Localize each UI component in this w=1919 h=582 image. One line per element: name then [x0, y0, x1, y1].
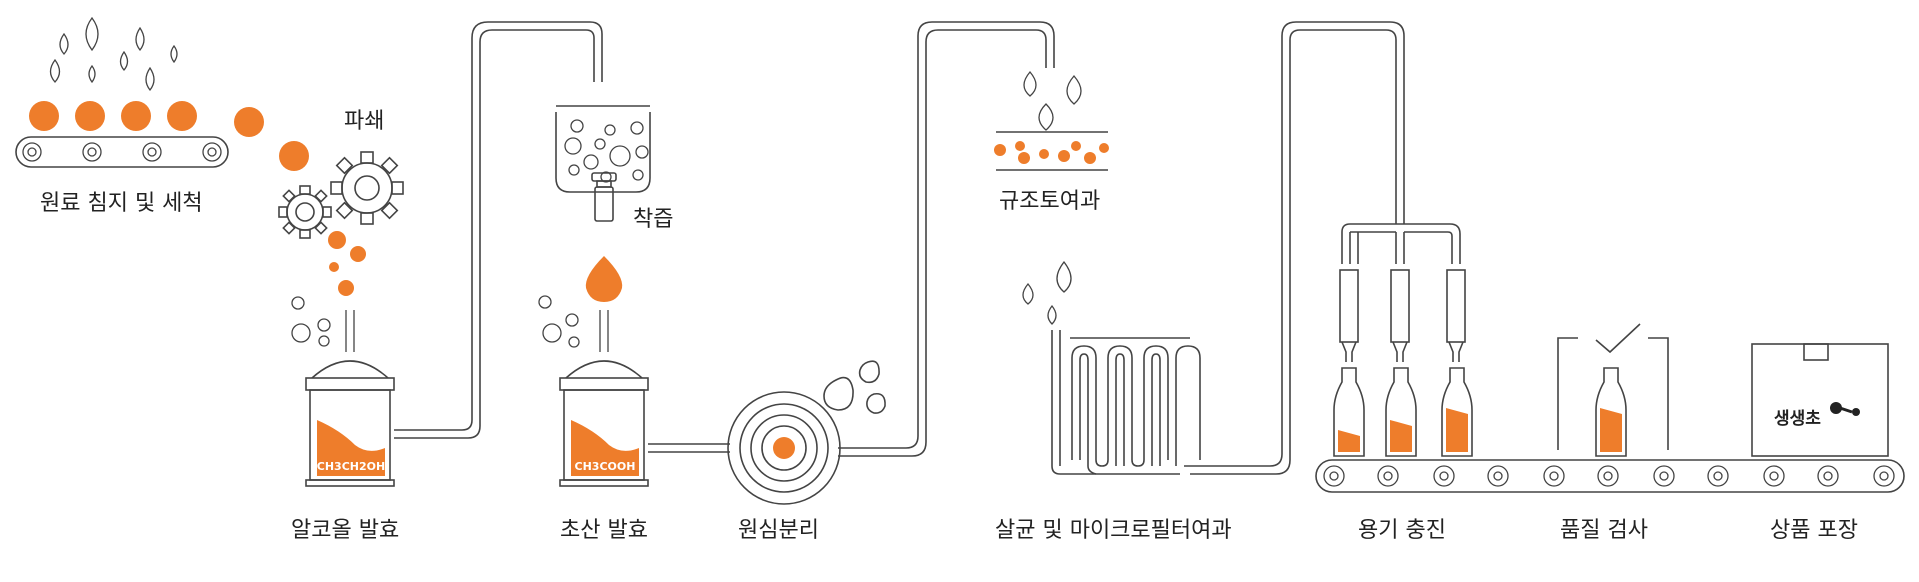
diatom-filter-stage: 규조토여과 — [994, 71, 1109, 214]
bottle-fill-stage: 용기 충진 — [1333, 269, 1473, 543]
pipe-alcohol-to-juice — [394, 21, 603, 431]
serpentine-tube-icon — [1051, 330, 1201, 475]
step-label-juice: 착즙 — [633, 207, 673, 232]
juice-press-stage: 착즙 — [555, 105, 673, 232]
gear-icon — [330, 151, 404, 225]
package-box-icon: 생생초 — [1751, 343, 1889, 457]
fermentation-tank-icon: CH3CH2OH — [305, 360, 395, 487]
step-label-sterilize-filter: 살균 및 마이크로필터여과 — [995, 518, 1232, 543]
tank-formula-alcohol: CH3CH2OH — [317, 460, 385, 473]
centrifuge-spiral-icon — [727, 391, 841, 505]
small-gear-icon — [278, 185, 332, 239]
centrifuge-stage: 원심분리 — [727, 360, 886, 543]
quality-check-stage: 품질 검사 — [1557, 323, 1669, 543]
bottle-icon — [1441, 367, 1473, 457]
tank-formula-acetic: CH3COOH — [575, 460, 636, 473]
checkmark-icon — [1595, 323, 1641, 354]
step-label-centrifuge: 원심분리 — [738, 518, 819, 543]
bottle-icon — [1333, 367, 1365, 457]
step-label-bottle-fill: 용기 충진 — [1358, 518, 1446, 543]
water-drops-icon — [1023, 71, 1082, 131]
raw-fruit-balls — [29, 101, 197, 131]
pipe-centrifuge-to-filter — [838, 21, 1055, 449]
step-label-diatom-filter: 규조토여과 — [999, 189, 1100, 214]
water-drops-icon — [1022, 260, 1072, 325]
bottle-icon — [1385, 367, 1417, 457]
pipe-filter-to-filling — [1184, 21, 1405, 467]
step-label-soak-wash: 원료 침지 및 세척 — [40, 191, 203, 216]
water-drops-icon — [49, 16, 178, 92]
step-label-crush: 파쇄 — [344, 109, 384, 134]
sterilize-filter-stage: 살균 및 마이크로필터여과 — [995, 260, 1232, 543]
crush-stage: 파쇄 — [234, 107, 404, 296]
step-label-alcohol-ferment: 알코올 발효 — [291, 518, 399, 543]
brand-logo-text: 생생초 — [1774, 409, 1821, 429]
filling-nozzles — [1339, 269, 1466, 362]
soak-wash-stage: 원료 침지 및 세척 — [15, 16, 229, 216]
alcohol-ferment-stage: CH3CH2OH 알코올 발효 — [291, 296, 399, 543]
acetic-ferment-stage: CH3COOH 초산 발효 — [538, 256, 649, 543]
conveyor-belt-icon — [1315, 459, 1905, 493]
bottle-icon — [1595, 367, 1627, 457]
fermentation-tank-icon: CH3COOH — [559, 360, 649, 487]
conveyor-belt-icon — [15, 136, 229, 168]
step-label-acetic-ferment: 초산 발효 — [560, 518, 648, 543]
step-label-quality-check: 품질 검사 — [1560, 518, 1648, 543]
filter-particles — [994, 141, 1109, 164]
packaging-stage: 생생초 상품 포장 — [1751, 343, 1889, 543]
step-label-packaging: 상품 포장 — [1770, 518, 1858, 543]
water-drops-icon — [823, 360, 886, 414]
